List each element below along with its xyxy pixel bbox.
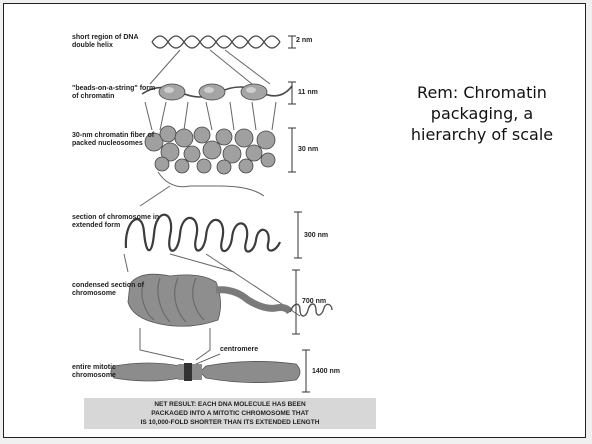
scale-300nm: 300 nm xyxy=(304,232,328,239)
chromatin-packaging-figure: short region of DNA double helix "beads-… xyxy=(20,20,375,433)
scale-11nm: 11 nm xyxy=(298,89,318,96)
beads-on-a-string xyxy=(142,84,292,100)
label-beads-on-string: "beads-on-a-string" form of chromatin xyxy=(72,85,162,101)
scale-2nm: 2 nm xyxy=(296,37,312,44)
connector-lines-3 xyxy=(140,172,264,206)
label-mitotic-chromosome: entire mitotic chromosome xyxy=(72,364,132,380)
caption-line: hierarchy of scale xyxy=(382,124,582,145)
caption-line: Rem: Chromatin xyxy=(382,82,582,103)
net-result-box: NET RESULT: EACH DNA MOLECULE HAS BEEN P… xyxy=(84,398,376,429)
connector-lines-2 xyxy=(145,102,276,130)
centromere-mark xyxy=(184,363,192,381)
scale-700nm: 700 nm xyxy=(302,298,326,305)
label-condensed-section: condensed section of chromosome xyxy=(72,282,162,298)
slide-caption: Rem: Chromatin packaging, a hierarchy of… xyxy=(382,82,582,145)
chromatin-fiber-30nm xyxy=(145,126,275,174)
net-result-line: IS 10,000-FOLD SHORTER THAN ITS EXTENDED… xyxy=(84,418,376,427)
connector-lines-1 xyxy=(150,50,270,84)
label-extended-form: section of chromosome in extended form xyxy=(72,214,162,230)
scale-30nm: 30 nm xyxy=(298,146,318,153)
label-30nm-fiber: 30-nm chromatin fiber of packed nucleoso… xyxy=(72,132,162,148)
net-result-line: NET RESULT: EACH DNA MOLECULE HAS BEEN xyxy=(84,400,376,409)
connector-lines-5 xyxy=(140,328,210,360)
dna-double-helix xyxy=(152,36,280,48)
centromere-label: centromere xyxy=(220,346,258,353)
scale-1400nm: 1400 nm xyxy=(312,368,340,375)
slide: short region of DNA double helix "beads-… xyxy=(3,3,586,438)
mitotic-chromosome xyxy=(111,354,300,383)
net-result-line: PACKAGED INTO A MITOTIC CHROMOSOME THAT xyxy=(84,409,376,418)
caption-line: packaging, a xyxy=(382,103,582,124)
label-dna-double-helix: short region of DNA double helix xyxy=(72,34,162,50)
